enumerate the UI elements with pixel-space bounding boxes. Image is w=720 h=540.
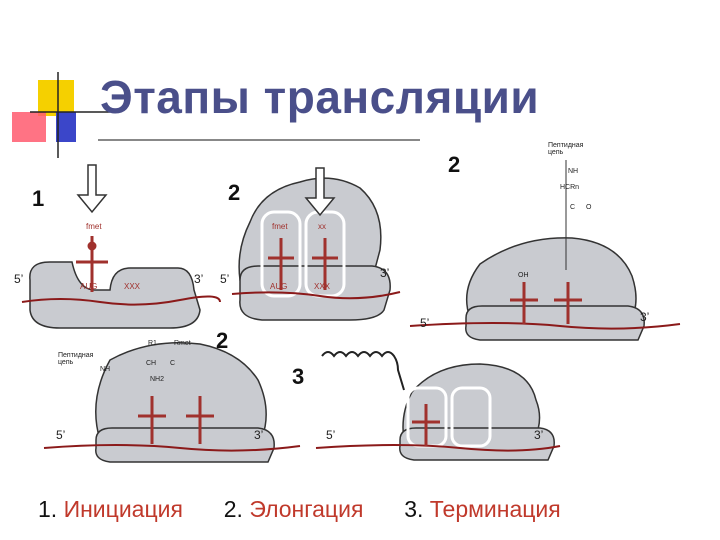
panel4-c: C [570,204,576,211]
panel2-trna-label: fmet [272,222,288,231]
stage-number-2c: 2 [216,328,229,353]
trna-pair-3 [138,396,214,444]
arrow-down-1 [76,164,108,214]
arrow-down-2 [304,167,336,217]
panel1-codon2: XXX [124,282,141,291]
logo-squares [12,72,420,158]
caption-termination: Терминация [429,496,561,522]
caption-elongation: Элонгация [249,496,364,522]
panel3-nh2: NH2 [150,376,165,383]
panel3-c: C [170,360,176,367]
trna-pair-2 [268,238,338,290]
panel1-trna-label: fmet [86,222,102,231]
panel-elongation-entry [231,167,401,321]
ribosome-small-subunit-3 [95,427,275,463]
three-prime-3: 3’ [254,428,264,442]
ribosome-large-subunit-4 [465,237,637,319]
caption-num-3: 3. [404,496,424,522]
ribosome-small-subunit-1 [29,261,201,329]
three-prime-4: 3’ [640,310,650,324]
ribosome-small-subunit-5 [399,427,555,461]
stage-number-2a: 2 [228,180,241,205]
trna-pair-4 [510,282,582,324]
blue-square [56,112,76,142]
panel-initiation [21,164,221,329]
five-prime-5: 5’ [326,428,336,442]
mrna-strand-1 [21,295,221,306]
caption-num-2: 2. [223,496,243,522]
five-prime-3: 5’ [56,428,66,442]
panel4-oh: OH [518,272,529,279]
ribosome-large-subunit-3 [95,341,267,441]
panel3-chain-text: Пептидная цепь [58,352,94,366]
caption-initiation: Инициация [63,496,183,522]
ribosome-small-subunit-2 [239,265,391,321]
mrna-strand-4 [409,322,681,330]
panel4-o: O [586,204,592,211]
panel-elongation-peptide [43,341,301,463]
panel2-codon2: XXX [314,282,331,291]
mrna-strand-5 [315,444,561,452]
stage-number-1: 1 [32,186,45,211]
three-prime-2: 3’ [380,266,390,280]
a-site-5 [450,386,492,448]
panel3-r2: Rmet [174,340,191,347]
panel-release [315,351,561,461]
yellow-square [38,80,74,116]
panel2-trna-label2: xx [318,222,326,231]
panel4-nh: NH [568,168,579,175]
page-title: Этапы трансляции [100,71,540,123]
released-peptide-coil [321,351,405,391]
panel4-hcr: HCRn [560,184,580,191]
panel4-chain-text: Пептидная цепь [548,142,584,156]
five-prime-4: 5’ [420,316,430,330]
caption-num-1: 1. [38,496,58,522]
p-site [260,210,302,298]
panel-termination [409,160,681,341]
stage-number-2b: 2 [448,152,461,177]
mrna-strand-3 [43,444,301,452]
panel2-codon1: AUG [270,282,288,291]
panel3-ch: CH [146,360,157,367]
stages-caption: 1. Инициация 2. Элонгация 3. Терминация [38,496,561,523]
stage-number-3: 3 [292,364,305,389]
trna-release-5 [412,404,440,446]
pink-square [12,112,46,142]
trna-initiator-1 [76,236,108,292]
panel3-r1: R1 [148,340,157,347]
five-prime-2: 5’ [220,272,230,286]
three-prime-5: 3’ [534,428,544,442]
five-prime-1: 5’ [14,272,24,286]
three-prime-1: 3’ [194,272,204,286]
ribosome-large-subunit-2 [238,177,382,281]
panel1-codon1: AUG [80,282,98,291]
panel3-nh: NH [100,366,111,373]
mrna-strand-2 [231,291,401,300]
ribosome-small-subunit-4 [465,305,645,341]
